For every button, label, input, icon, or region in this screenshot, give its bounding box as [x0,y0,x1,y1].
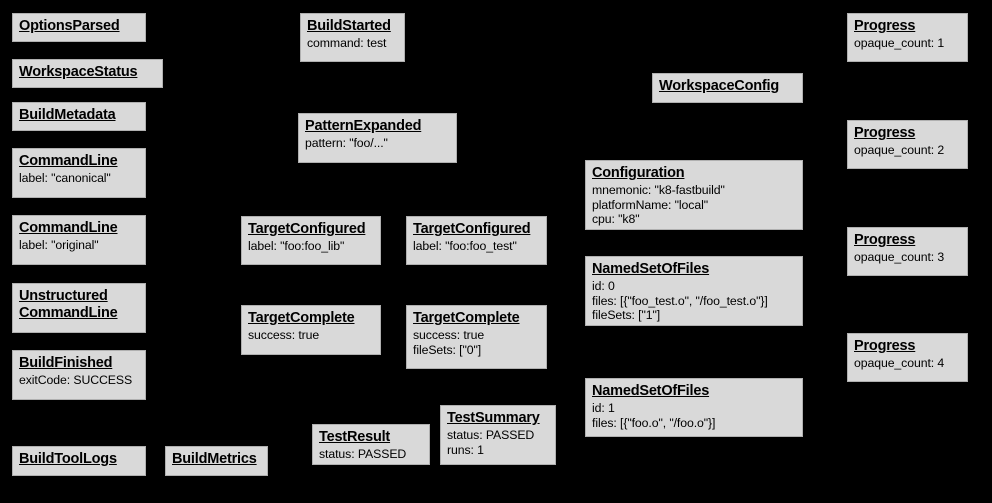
node-test-summary[interactable]: TestSummary status: PASSED runs: 1 [440,405,556,465]
node-command-line-original[interactable]: CommandLine label: "original" [12,215,146,265]
node-progress-1[interactable]: Progress opaque_count: 1 [847,13,968,62]
node-title: TargetComplete [248,310,355,326]
node-title: Configuration [592,165,685,181]
node-title: BuildFinished [19,355,113,371]
node-attributes: label: "original" [19,238,99,253]
node-options-parsed[interactable]: OptionsParsed [12,13,146,42]
node-title: TargetConfigured [413,221,531,237]
node-title: CommandLine [19,153,118,169]
node-named-set-of-files-1[interactable]: NamedSetOfFiles id: 1 files: [{"foo.o", "… [585,378,803,437]
node-title: CommandLine [19,220,118,236]
node-title: TestSummary [447,410,540,426]
node-attributes: opaque_count: 2 [854,143,945,158]
node-attributes: status: PASSED [319,447,407,462]
node-build-started[interactable]: BuildStarted command: test [300,13,405,62]
node-title: TestResult [319,429,391,445]
node-pattern-expanded[interactable]: PatternExpanded pattern: "foo/..." [298,113,457,163]
node-test-result[interactable]: TestResult status: PASSED [312,424,430,465]
node-attributes: opaque_count: 3 [854,250,945,265]
node-title: Progress [854,338,916,354]
node-title: Unstructured CommandLine [19,288,118,322]
node-attributes: success: true fileSets: ["0"] [413,328,485,357]
node-attributes: label: "foo:foo_lib" [248,239,345,254]
node-title: NamedSetOfFiles [592,383,710,399]
node-title: TargetConfigured [248,221,366,237]
node-named-set-of-files-0[interactable]: NamedSetOfFiles id: 0 files: [{"foo_test.… [585,256,803,326]
node-target-complete-test[interactable]: TargetComplete success: true fileSets: ["… [406,305,547,369]
node-build-tool-logs[interactable]: BuildToolLogs [12,446,146,476]
node-title: Progress [854,232,916,248]
node-title: OptionsParsed [19,18,120,34]
node-target-configured-foo-test[interactable]: TargetConfigured label: "foo:foo_test" [406,216,547,265]
node-attributes: id: 1 files: [{"foo.o", "/foo.o"}] [592,401,716,430]
node-attributes: command: test [307,36,387,51]
node-attributes: mnemonic: "k8-fastbuild" platformName: "… [592,183,725,227]
node-workspace-status[interactable]: WorkspaceStatus [12,59,163,88]
node-title: Progress [854,125,916,141]
node-attributes: id: 0 files: [{"foo_test.o", "/foo_test.… [592,279,768,323]
node-build-metrics[interactable]: BuildMetrics [165,446,268,476]
node-title: BuildMetadata [19,107,116,123]
node-title: Progress [854,18,916,34]
node-title: WorkspaceStatus [19,64,138,80]
node-title: BuildMetrics [172,451,257,467]
node-title: NamedSetOfFiles [592,261,710,277]
node-title: PatternExpanded [305,118,422,134]
node-command-line-canonical[interactable]: CommandLine label: "canonical" [12,148,146,198]
node-attributes: opaque_count: 1 [854,36,945,51]
node-progress-2[interactable]: Progress opaque_count: 2 [847,120,968,169]
node-attributes: success: true [248,328,320,343]
node-target-complete-lib[interactable]: TargetComplete success: true [241,305,381,355]
node-attributes: label: "foo:foo_test" [413,239,517,254]
node-title: BuildToolLogs [19,451,117,467]
node-progress-4[interactable]: Progress opaque_count: 4 [847,333,968,382]
node-unstructured-command-line[interactable]: Unstructured CommandLine [12,283,146,333]
node-title: TargetComplete [413,310,520,326]
node-title: WorkspaceConfig [659,78,780,94]
node-attributes: exitCode: SUCCESS [19,373,133,388]
node-attributes: label: "canonical" [19,171,111,186]
node-attributes: status: PASSED runs: 1 [447,428,535,457]
node-target-configured-foo-lib[interactable]: TargetConfigured label: "foo:foo_lib" [241,216,381,265]
node-attributes: opaque_count: 4 [854,356,945,371]
node-build-metadata[interactable]: BuildMetadata [12,102,146,131]
node-attributes: pattern: "foo/..." [305,136,388,151]
node-progress-3[interactable]: Progress opaque_count: 3 [847,227,968,276]
node-configuration[interactable]: Configuration mnemonic: "k8-fastbuild" pl… [585,160,803,230]
node-title: BuildStarted [307,18,391,34]
node-build-finished[interactable]: BuildFinished exitCode: SUCCESS [12,350,146,400]
node-workspace-config[interactable]: WorkspaceConfig [652,73,803,103]
